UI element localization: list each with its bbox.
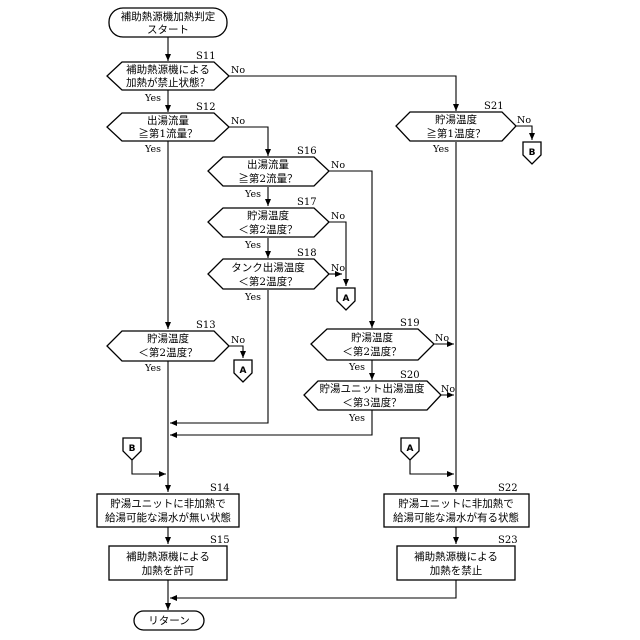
flow-connector-b-in	[132, 459, 166, 474]
decision-s13-line1: 貯湯温度	[147, 332, 189, 345]
no-label-s16: No	[331, 160, 345, 171]
process-s15-line1: 補助熱源機による	[126, 550, 210, 563]
decision-s21-line1: 貯湯温度	[435, 113, 477, 126]
process-s15-line2: 加熱を許可	[142, 564, 195, 577]
process-s14-line1: 貯湯ユニットに非加熱で	[110, 497, 226, 510]
no-label-s20: No	[441, 384, 455, 395]
decision-s18-line2: ＜第2温度？	[238, 275, 297, 288]
return-terminal: リターン	[134, 611, 204, 630]
decision-s19-line1: 貯湯温度	[351, 331, 393, 344]
connector-a-out-2: A	[234, 360, 252, 382]
connector-a-in-label: A	[407, 444, 414, 454]
yes-label-s11: Yes	[144, 93, 161, 104]
step-label-s13: S13	[196, 320, 216, 331]
yes-label-s21: Yes	[432, 144, 449, 155]
yes-label-s20: Yes	[348, 413, 365, 424]
yes-label-s16: Yes	[244, 189, 261, 200]
flow-s23-to-return	[170, 580, 456, 598]
decision-s16-line2: ≧第2流量？	[238, 172, 297, 185]
connector-a-out-1-label: A	[343, 294, 350, 304]
flow-s17-no	[329, 222, 346, 286]
decision-s16-line1: 出湯流量	[247, 158, 289, 171]
process-s22-line1: 貯湯ユニットに非加熱で	[398, 497, 514, 510]
process-s22-line2: 給湯可能な湯水が有る状態	[393, 511, 519, 524]
process-s15: 補助熱源機による 加熱を許可 S15	[109, 535, 230, 580]
decision-s11-line2: 加熱が禁止状態？	[126, 76, 210, 89]
connector-b-in: B	[123, 438, 141, 460]
return-label: リターン	[148, 615, 189, 627]
flow-connector-a-in	[410, 459, 454, 474]
yes-label-s18: Yes	[244, 292, 261, 303]
no-label-s21: No	[517, 115, 531, 126]
process-s14-line2: 給湯可能な湯水が無い状態	[105, 511, 231, 524]
no-label-s11: No	[231, 65, 245, 76]
no-label-s12: No	[231, 116, 245, 127]
no-label-s17: No	[331, 211, 345, 222]
step-label-s12: S12	[196, 102, 216, 113]
decision-s12-line1: 出湯流量	[147, 114, 189, 127]
no-label-s18: No	[331, 263, 345, 274]
step-label-s22: S22	[498, 483, 518, 494]
step-label-s11: S11	[196, 51, 216, 62]
decision-s18-line1: タンク出湯温度	[231, 261, 305, 274]
process-s23: 補助熱源機による 加熱を禁止 S23	[397, 535, 518, 580]
decision-s11-line1: 補助熱源機による	[126, 63, 210, 76]
step-label-s15: S15	[210, 535, 230, 546]
decision-s20-line2: ＜第3温度？	[342, 396, 401, 409]
step-label-s17: S17	[297, 197, 317, 208]
decision-s20-line1: 貯湯ユニット出湯温度	[320, 382, 425, 395]
flow-s21-no	[516, 126, 532, 140]
step-label-s21: S21	[484, 101, 504, 112]
start-label-line2: スタート	[147, 24, 189, 36]
step-label-s19: S19	[400, 318, 420, 329]
flow-s13-no	[229, 346, 243, 358]
connector-b-out-label: B	[529, 148, 536, 158]
flow-s11-no	[229, 76, 456, 111]
connector-b-out: B	[523, 142, 541, 164]
yes-label-s17: Yes	[244, 240, 261, 251]
step-label-s20: S20	[400, 370, 420, 381]
decision-s19-line2: ＜第2温度？	[342, 345, 401, 358]
yes-label-s12: Yes	[144, 144, 161, 155]
start-label-line1: 補助熱源機加熱判定	[121, 10, 216, 23]
start-terminal: 補助熱源機加熱判定 スタート	[109, 8, 227, 37]
step-label-s18: S18	[297, 248, 317, 259]
decision-s17-line1: 貯湯温度	[247, 209, 289, 222]
process-s23-line1: 補助熱源機による	[414, 550, 498, 563]
decision-s13-line2: ＜第2温度？	[138, 346, 197, 359]
connector-b-in-label: B	[129, 444, 136, 454]
yes-label-s13: Yes	[144, 363, 161, 374]
step-label-s23: S23	[498, 535, 518, 546]
step-label-s14: S14	[210, 483, 230, 494]
flow-s12-no	[229, 127, 268, 156]
no-label-s13: No	[231, 335, 245, 346]
process-s23-line2: 加熱を禁止	[430, 564, 483, 577]
connector-a-out-2-label: A	[240, 366, 247, 376]
no-label-s19: No	[435, 333, 449, 344]
connector-a-in: A	[401, 438, 419, 460]
decision-s17-line2: ＜第2温度？	[238, 223, 297, 236]
connector-a-out-1: A	[337, 288, 355, 310]
decision-s12-line2: ≧第1流量？	[138, 127, 197, 140]
yes-label-s19: Yes	[348, 362, 365, 373]
decision-s21-line2: ≧第1温度？	[426, 127, 485, 140]
step-label-s16: S16	[297, 146, 317, 157]
